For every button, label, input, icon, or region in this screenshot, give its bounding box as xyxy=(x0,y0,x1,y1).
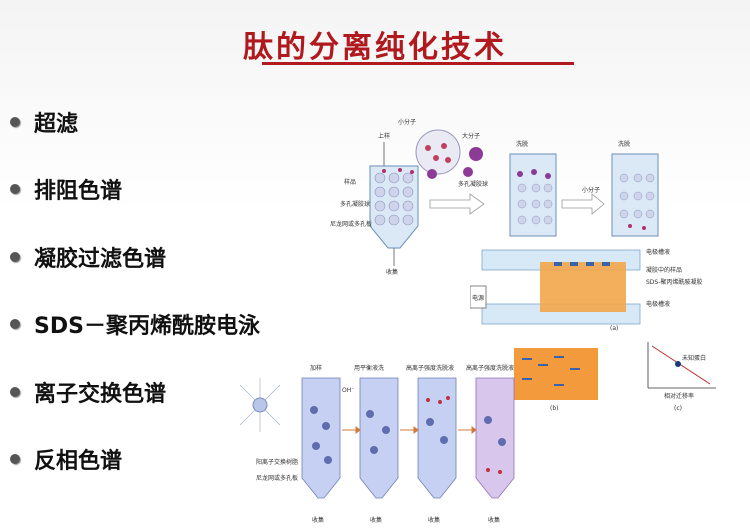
bullet-dot-icon xyxy=(10,251,20,262)
label-b: (b) xyxy=(550,405,559,412)
bullet-label: 超滤 xyxy=(34,111,79,137)
label-porous-gel-bead: 多孔凝胶球 xyxy=(458,180,488,188)
label-collect-3: 收集 xyxy=(428,516,440,524)
label-step-3: 高离子强度洗脱液 xyxy=(406,364,454,372)
label-small-molecule-2: 小分子 xyxy=(582,186,600,194)
bullet-dot-icon xyxy=(10,454,20,465)
label-small-molecule: 小分子 xyxy=(398,118,416,126)
title-underline xyxy=(262,62,574,65)
bullet-item: SDS－聚丙烯酰胺电泳 xyxy=(6,291,336,359)
bullet-label: 反相色谱 xyxy=(34,449,123,475)
label-resin: 阳离子交换树脂 xyxy=(256,458,298,466)
label-nylon-plate: 尼龙网或多孔板 xyxy=(330,220,372,228)
label-collect-1: 收集 xyxy=(312,516,324,524)
label-c: (c) xyxy=(674,405,682,412)
sds-page-diagram: 电源 电极槽液 凝胶中的样品 SDS-聚丙烯酰胺凝胶 电极槽液 (a) (b) … xyxy=(470,248,716,412)
bullet-item: 排阻色谱 xyxy=(6,156,336,224)
bullet-item: 凝胶过滤色谱 xyxy=(6,223,336,291)
bullet-dot-icon xyxy=(10,319,20,330)
label-collect-2: 收集 xyxy=(370,516,382,524)
label-axis-x: 相对迁移率 xyxy=(664,392,694,400)
bullet-dot-icon xyxy=(10,116,20,127)
label-sample: 样品 xyxy=(344,178,356,186)
label-step-4: 高离子强度洗脱液 xyxy=(466,364,514,372)
ion-exchange-diagram: 阳离子交换树脂 尼龙网或多孔板 OH⁻ 加样 收集 用平衡液洗 收集 高离子强度… xyxy=(239,364,515,524)
bullet-label: 排阻色谱 xyxy=(34,179,123,205)
gel-filtration-diagram: 上样 小分子 大分子 多孔凝胶球 样品 多孔凝胶球 尼龙网或多孔板 收集 xyxy=(330,118,659,276)
label-step-1: 加样 xyxy=(310,364,322,372)
label-elution-1: 洗脱 xyxy=(516,140,528,148)
bullet-item: 离子交换色谱 xyxy=(6,358,336,426)
label-sample-well: 凝胶中的样品 xyxy=(646,266,682,274)
bullet-list: 超滤 排阻色谱 凝胶过滤色谱 SDS－聚丙烯酰胺电泳 离子交换色谱 反相色谱 xyxy=(6,88,336,493)
column-3: 高离子强度洗脱液 收集 xyxy=(406,364,457,524)
column-1: 加样 收集 xyxy=(301,364,341,524)
column-2: 用平衡液洗 收集 xyxy=(354,364,399,524)
label-gel: SDS-聚丙烯酰胺凝胶 xyxy=(646,278,702,286)
label-collect: 收集 xyxy=(386,268,398,276)
bullet-dot-icon xyxy=(10,386,20,397)
label-elution-2: 洗脱 xyxy=(618,140,630,148)
label-oh: OH⁻ xyxy=(342,387,354,394)
page-title: 肽的分离纯化技术 xyxy=(243,30,507,65)
label-electrode-bottom: 电极槽液 xyxy=(646,300,670,308)
label-collect-4: 收集 xyxy=(488,516,500,524)
label-unknown-protein: 未知蛋白 xyxy=(682,354,706,362)
bullet-label: 凝胶过滤色谱 xyxy=(34,246,167,272)
label-step-2: 用平衡液洗 xyxy=(354,364,384,372)
label-porous-bead: 多孔凝胶球 xyxy=(340,200,370,208)
label-sample-load: 上样 xyxy=(378,132,390,140)
label-support: 尼龙网或多孔板 xyxy=(256,474,298,482)
label-electrode-top: 电极槽液 xyxy=(646,248,670,256)
label-power: 电源 xyxy=(472,294,484,302)
bullet-item: 超滤 xyxy=(6,88,336,156)
bullet-label: SDS－聚丙烯酰胺电泳 xyxy=(34,314,260,340)
label-large-molecule: 大分子 xyxy=(462,132,480,140)
bullet-label: 离子交换色谱 xyxy=(34,381,167,407)
bullet-dot-icon xyxy=(10,184,20,195)
label-a: (a) xyxy=(610,325,618,332)
bullet-item: 反相色谱 xyxy=(6,426,336,494)
column-4: 高离子强度洗脱液 收集 xyxy=(466,364,515,524)
